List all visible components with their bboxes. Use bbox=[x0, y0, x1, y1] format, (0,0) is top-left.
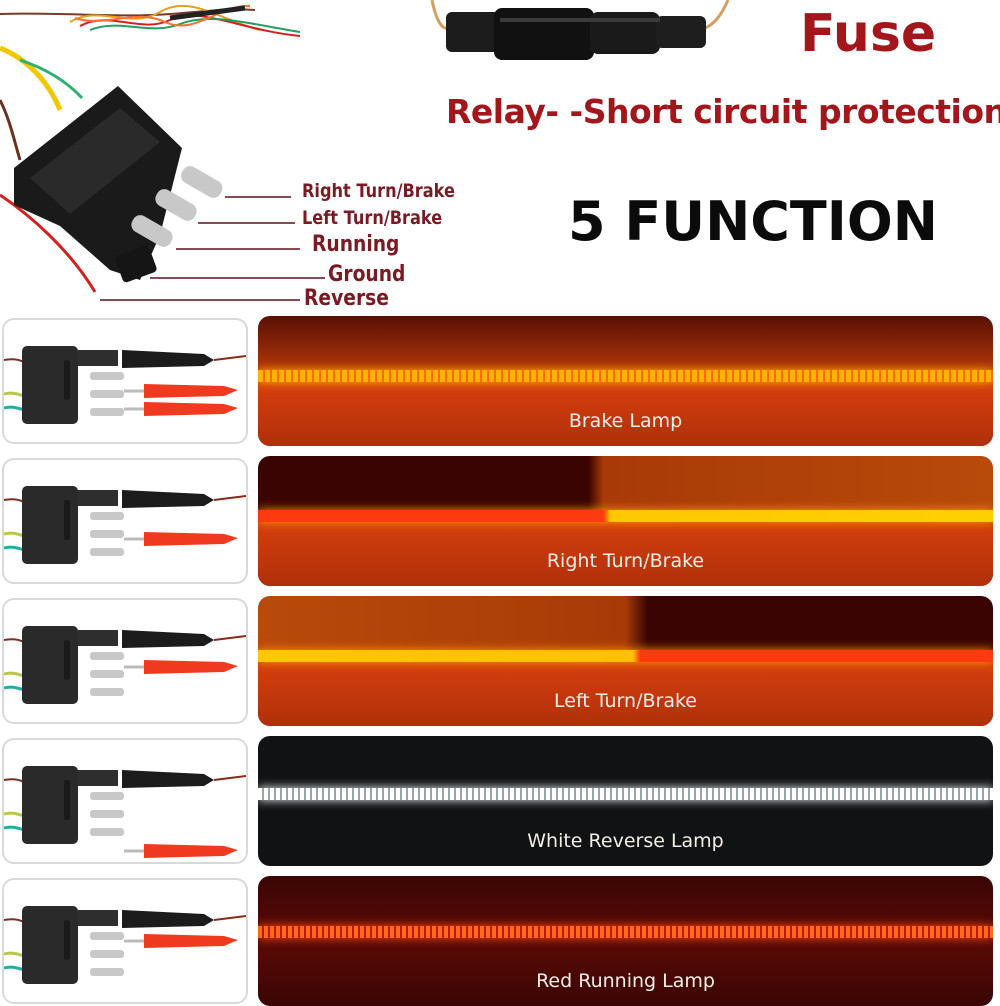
wiring-test-photo bbox=[2, 738, 248, 864]
black-alligator-clip bbox=[122, 350, 246, 368]
function-label: Brake Lamp bbox=[568, 410, 683, 432]
pin-leader-line bbox=[100, 299, 300, 301]
black-alligator-clip bbox=[122, 630, 246, 648]
led-strip-demo-left-turn: Left Turn/Brake bbox=[258, 596, 993, 726]
red-alligator-clip bbox=[124, 532, 238, 546]
led-strip-demo-reverse: White Reverse Lamp bbox=[258, 736, 993, 866]
led-light-line bbox=[258, 510, 993, 522]
function-label: Right Turn/Brake bbox=[546, 550, 705, 572]
pin-leader-line bbox=[176, 248, 300, 250]
led-strip-demo-right-turn: Right Turn/Brake bbox=[258, 456, 993, 586]
red-alligator-clip bbox=[124, 402, 238, 416]
strip-glow bbox=[258, 658, 993, 726]
pin-leader-line bbox=[225, 196, 291, 198]
function-label: Left Turn/Brake bbox=[554, 690, 697, 712]
fuse-title: Fuse bbox=[800, 4, 937, 64]
red-alligator-clip bbox=[124, 844, 238, 858]
relay-protection-text: Relay- -Short circuit protection bbox=[446, 92, 1000, 131]
led-strip-demo-brake: Brake Lamp bbox=[258, 316, 993, 446]
connector-photo bbox=[0, 4, 300, 293]
led-light-line bbox=[258, 370, 993, 382]
wiring-test-photo bbox=[2, 598, 248, 724]
led-light-line bbox=[258, 788, 993, 800]
pin-leader-line bbox=[198, 222, 295, 224]
black-alligator-clip bbox=[122, 490, 246, 508]
led-light-line bbox=[258, 650, 993, 662]
led-light-line bbox=[258, 926, 993, 938]
pin-label-right-turn: Right Turn/Brake bbox=[302, 180, 455, 202]
strip-glow bbox=[258, 518, 993, 586]
wiring-test-photo bbox=[2, 318, 248, 444]
red-alligator-clip bbox=[124, 660, 238, 674]
pin-label-running: Running bbox=[312, 232, 400, 257]
black-alligator-clip bbox=[122, 910, 246, 928]
function-label: White Reverse Lamp bbox=[527, 830, 724, 852]
pin-leader-line bbox=[150, 277, 325, 279]
strip-glow bbox=[258, 378, 993, 446]
pin-label-left-turn: Left Turn/Brake bbox=[302, 207, 443, 229]
red-alligator-clip bbox=[124, 384, 238, 398]
led-strip-demo-running: Red Running Lamp bbox=[258, 876, 993, 1006]
connector-body bbox=[14, 86, 182, 283]
function-label: Red Running Lamp bbox=[536, 970, 715, 992]
function-count-title: 5 FUNCTION bbox=[568, 190, 938, 253]
wiring-test-photo bbox=[2, 878, 248, 1004]
red-alligator-clip bbox=[124, 934, 238, 948]
wiring-test-photo bbox=[2, 458, 248, 584]
connector-pins bbox=[131, 166, 223, 247]
wire-bundle bbox=[0, 4, 300, 37]
black-alligator-clip bbox=[122, 770, 246, 788]
pin-label-ground: Ground bbox=[328, 262, 406, 287]
fuse-holder-photo bbox=[430, 0, 730, 60]
pin-label-reverse: Reverse bbox=[304, 286, 389, 311]
